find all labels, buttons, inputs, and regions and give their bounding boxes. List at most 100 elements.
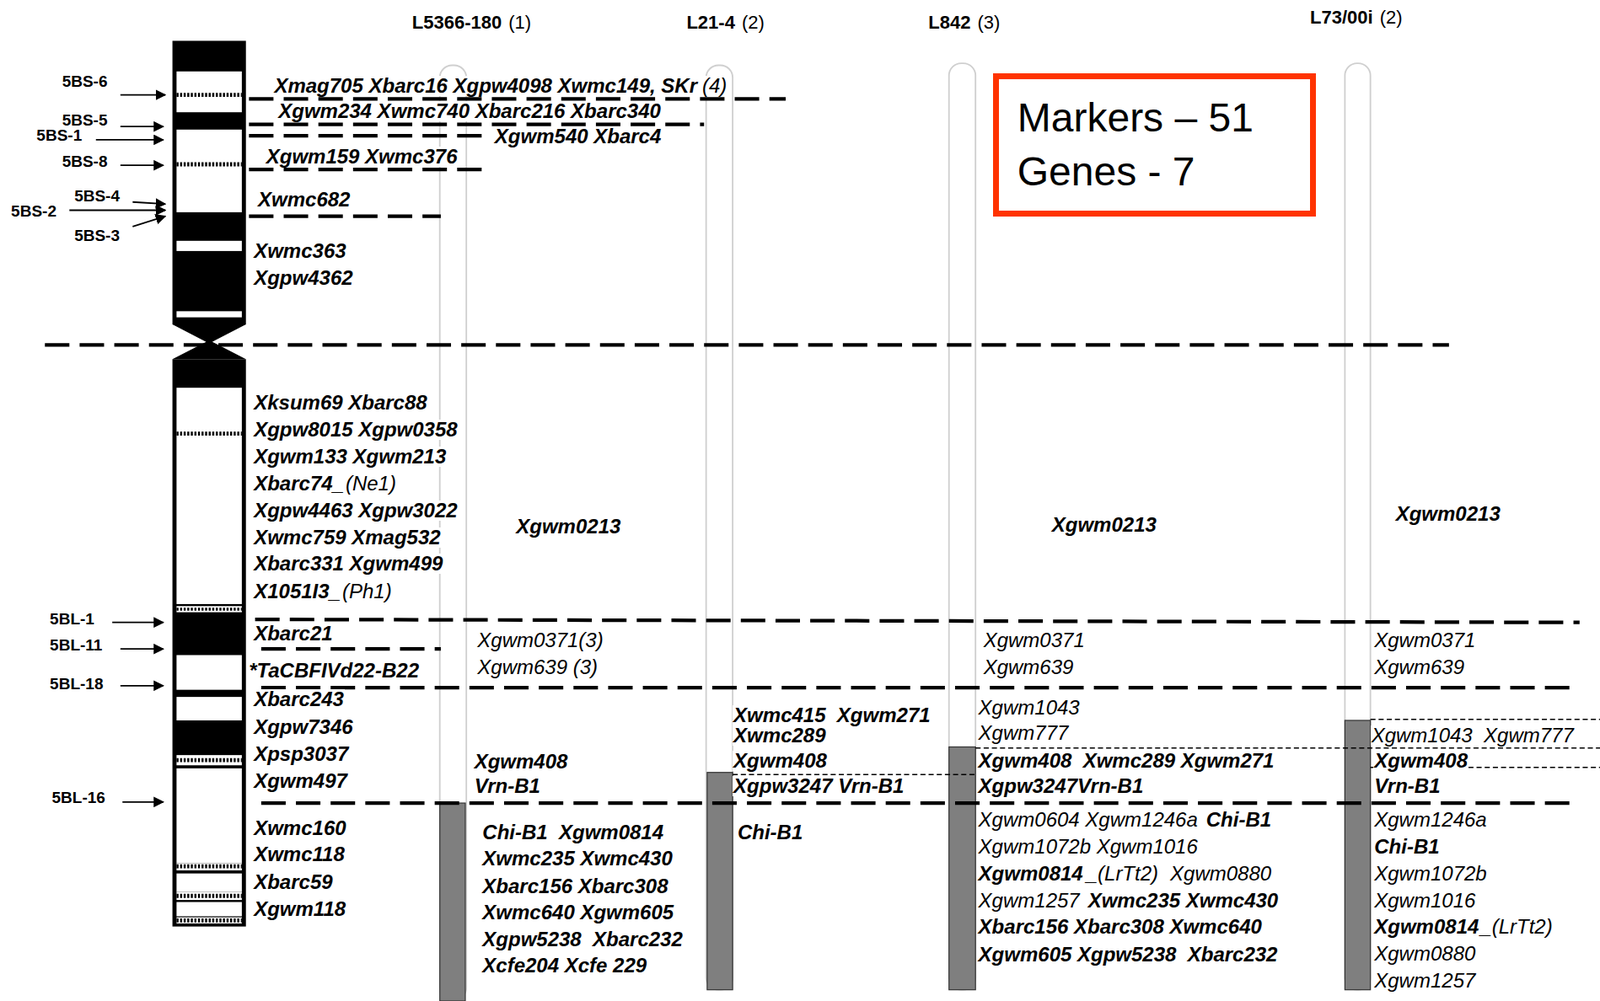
marker-label: Xgwm639 (1373, 657, 1466, 678)
bin-label: 5BS-6 (61, 73, 109, 90)
line-column (949, 63, 976, 991)
bin-arrow (120, 164, 164, 167)
band-hatch (176, 607, 242, 612)
bin-arrow (112, 622, 164, 624)
marker-label: Xwmc235 Xwmc430 (481, 848, 673, 870)
deletion-bar (440, 803, 466, 1001)
marker-label: Xgwm540 Xbarc4 (493, 126, 662, 147)
summary-box: Markers – 51Genes - 7 (993, 73, 1317, 217)
marker-label: Xgpw4463 Xgpw3022 (252, 500, 458, 521)
band-hatch (176, 894, 242, 899)
bin-label: 5BS-2 (10, 203, 58, 220)
marker-label: Xgwm0814 (1373, 917, 1480, 938)
marker-label: Xwmc160 (252, 818, 347, 839)
line-count: (2) (740, 13, 766, 33)
marker-label: (Ne1) (344, 473, 398, 494)
marker-label: Xwmc363 (252, 241, 347, 262)
band (176, 697, 242, 721)
marker-label: Xgwm118 (252, 899, 347, 920)
thin-breakpoint (975, 747, 1600, 749)
bin-arrow (132, 202, 166, 205)
marker-label: Xmag705 Xbarc16 Xgpw4098 Xwmc149, SKr (273, 75, 698, 97)
marker-label: Xgwm1246a (1373, 810, 1488, 831)
breakpoint-line (261, 647, 441, 651)
marker-label: X1051I3_ (252, 581, 342, 602)
marker-label: Xwmc759 Xmag532 (252, 527, 441, 548)
band (176, 874, 242, 893)
marker-label: (Ph1) (341, 581, 393, 602)
marker-label: Xgwm0213 (515, 516, 622, 537)
bin-arrow (120, 648, 164, 650)
band (176, 655, 242, 690)
line-column (706, 65, 733, 991)
marker-label: Xgwm133 Xgwm213 (252, 446, 447, 468)
long-arm (172, 359, 247, 927)
bin-label: 5BS-5 (61, 112, 109, 129)
marker-label: *TaCBFIVd22-B22 (247, 660, 420, 682)
marker-label: Xgwm639 (982, 657, 1075, 678)
marker-label: _(LrTt2) (1479, 917, 1553, 938)
marker-label: Xgwm0604 Xgwm1246a (977, 810, 1199, 831)
marker-label: Xbarc59 (252, 872, 333, 893)
marker-label: Xgwm0371(3) (476, 630, 604, 651)
marker-label: Chi-B1 (1373, 837, 1440, 858)
marker-label: Xgwm0880 (1373, 944, 1477, 965)
marker-label: Xbarc21 (252, 623, 333, 645)
breakpoint-line (255, 619, 1580, 623)
marker-label: Xwmc640 Xgwm605 (481, 902, 675, 924)
band (176, 387, 242, 605)
centromere (172, 324, 247, 360)
band-hatch (176, 758, 242, 763)
bin-arrow (132, 216, 166, 227)
band-hatch (176, 162, 242, 167)
bin-arrow (120, 685, 164, 688)
marker-label: Xbarc74_ (252, 473, 345, 494)
band (176, 768, 242, 865)
summary-text: Markers – 51 (1017, 91, 1293, 145)
marker-label: Xgwm497 (252, 771, 349, 792)
bin-label: 5BL-1 (48, 611, 96, 628)
bin-label: 5BL-18 (48, 676, 104, 693)
line-header: L21-4 (685, 13, 736, 33)
bin-label: 5BL-16 (51, 789, 107, 806)
marker-label: Xgpw5238 Xbarc232 (481, 929, 683, 951)
marker-label: Xgwm1257 (1373, 971, 1477, 992)
band-hatch (176, 431, 242, 436)
band (176, 891, 242, 901)
marker-label: Xgwm408 (1373, 751, 1469, 772)
band (176, 311, 242, 317)
line-header: L5366-180 (411, 13, 503, 33)
marker-label: Xgwm777 (977, 723, 1070, 744)
summary-text: Genes - 7 (1017, 144, 1293, 199)
marker-label: (4) (701, 75, 728, 97)
marker-label: Xbarc331 Xgwm499 (252, 553, 444, 575)
deletion-bar (707, 773, 733, 991)
bin-arrow (120, 94, 166, 97)
marker-label: Xgpw3247 Vrn-B1 (732, 776, 905, 797)
marker-label: Xpsp3037 (252, 744, 349, 765)
band-hatch (176, 918, 242, 924)
breakpoint-line (248, 134, 488, 138)
marker-label: Xgpw4362 (252, 268, 354, 289)
marker-label: Xgwm605 Xgpw5238 Xbarc232 (977, 944, 1279, 966)
band (176, 71, 242, 113)
marker-label: Chi-B1 (736, 822, 804, 843)
marker-label: Xgwm408 Xwmc289 Xgwm271 (977, 751, 1276, 772)
line-header: L73/00i (1309, 8, 1375, 27)
line-header: L842 (927, 13, 972, 33)
line-count: (1) (507, 13, 532, 33)
marker-label: Xgwm0814 (977, 864, 1085, 885)
band (176, 902, 242, 918)
marker-label: Xwmc682 (257, 189, 351, 210)
line-count: (2) (1379, 8, 1404, 27)
marker-label: Xgpw7346 (252, 717, 354, 738)
marker-label: Xgwm0371 (982, 630, 1086, 651)
bin-label: 5BS-3 (73, 227, 121, 244)
marker-label: Xgwm408 (473, 751, 570, 773)
band (176, 241, 242, 252)
marker-label: Xbarc156 Xbarc308 Xwmc640 (977, 917, 1263, 938)
band (176, 606, 242, 613)
breakpoint-line (248, 167, 492, 172)
marker-label: Xgwm1257 (977, 891, 1081, 912)
